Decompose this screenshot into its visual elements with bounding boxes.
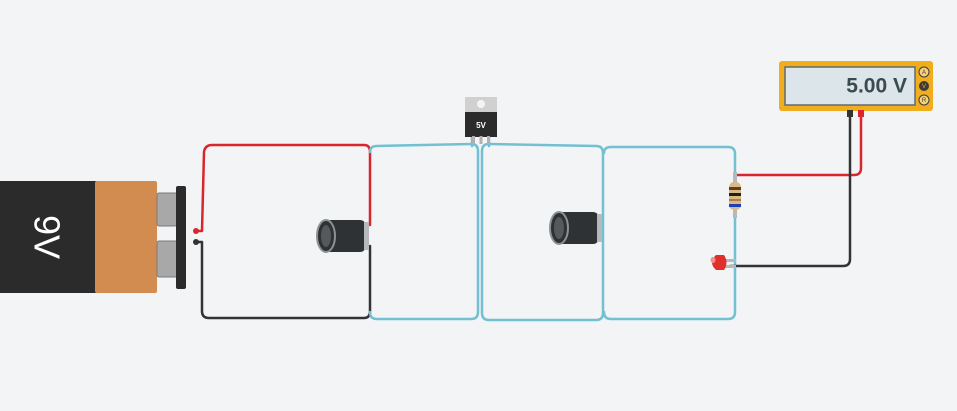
mode-a-button[interactable]	[918, 66, 930, 78]
capacitor-2[interactable]	[549, 211, 602, 245]
led[interactable]	[710, 255, 737, 270]
wire-loop-3[interactable]	[602, 145, 737, 321]
battery-terminal-positive[interactable]	[156, 192, 178, 227]
regulator-label: 5V	[476, 121, 486, 130]
battery-terminal-negative[interactable]	[156, 240, 178, 278]
wire-meter-negative[interactable]	[728, 112, 852, 268]
voltage-regulator[interactable]: 5V	[465, 97, 497, 144]
battery-connector	[176, 186, 186, 289]
wire-battery-positive[interactable]	[193, 143, 372, 233]
probe-negative-jack[interactable]	[847, 110, 853, 117]
regulator-hole	[477, 100, 485, 108]
wire-loop-1[interactable]	[368, 142, 480, 321]
battery-minus-dot	[193, 239, 199, 245]
battery-cap	[0, 181, 96, 293]
battery-plus-dot	[193, 228, 199, 234]
led-icon	[712, 255, 727, 270]
battery-label: 9V	[27, 215, 68, 259]
voltage-regulator-icon	[465, 112, 497, 137]
mode-v-label: V	[922, 84, 926, 90]
mode-v-button[interactable]	[919, 81, 929, 91]
mode-r-label: R	[922, 98, 927, 104]
multimeter-screen	[784, 66, 916, 106]
mode-a-label: A	[922, 70, 926, 76]
battery-body	[95, 181, 157, 293]
multimeter[interactable]: 5.00 V A V R	[779, 61, 933, 117]
wire-battery-negative[interactable]	[193, 240, 372, 320]
probe-positive-jack[interactable]	[858, 110, 864, 117]
mode-r-button[interactable]	[918, 94, 930, 106]
resistor[interactable]	[729, 172, 741, 218]
wires	[193, 112, 863, 322]
capacitor-1[interactable]	[316, 219, 369, 253]
multimeter-reading: 5.00 V	[846, 75, 907, 98]
wire-meter-positive[interactable]	[733, 112, 863, 177]
battery[interactable]: 9V	[0, 181, 199, 293]
